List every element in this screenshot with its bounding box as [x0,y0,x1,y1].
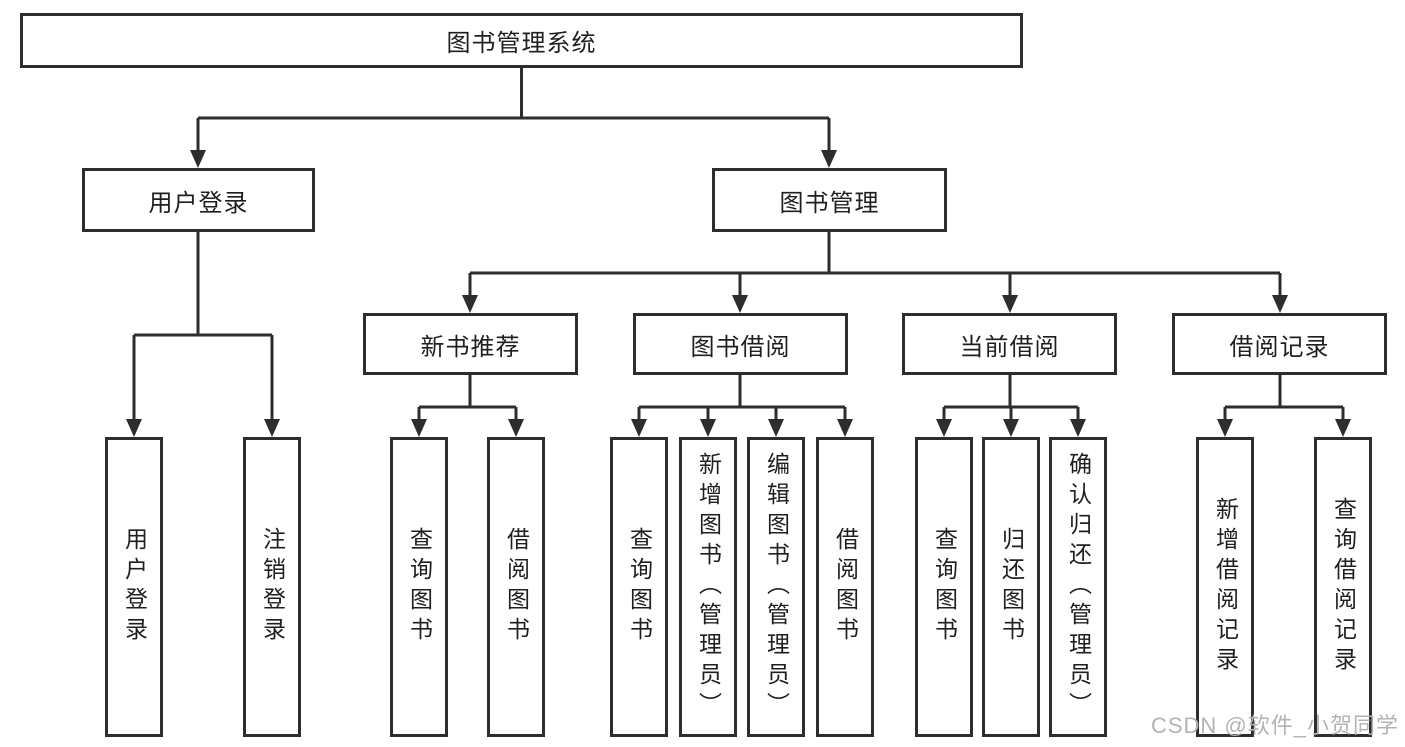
csdn-watermark: CSDN @软件_小贺同学 [1150,713,1399,738]
node-borrowing-records: 借阅记录 [1172,313,1387,375]
node-label: 注销登录 [259,527,286,647]
node-new-book-recommendation: 新书推荐 [363,313,578,375]
leaf-edit-books-admin: 编辑图书（管理员） [747,437,805,737]
node-current-borrowing: 当前借阅 [902,313,1117,375]
node-label: 用户登录 [148,189,249,217]
node-label: 查询图书 [406,527,433,647]
node-label: 借阅记录 [1229,333,1330,361]
node-label: 图书借阅 [690,333,791,361]
node-label: 查询图书 [626,527,653,647]
leaf-borrow-books-recommend: 借阅图书 [487,437,545,737]
node-label: 新增图书（管理员） [695,452,722,722]
leaf-query-books-current: 查询图书 [915,437,973,737]
node-label: 查询借阅记录 [1330,497,1357,677]
node-label: 归还图书 [998,527,1025,647]
node-library-system: 图书管理系统 [20,13,1023,68]
node-book-borrowing: 图书借阅 [633,313,848,375]
node-label: 用户登录 [121,527,148,647]
node-label: 图书管理 [779,189,880,217]
leaf-logout-login: 注销登录 [243,437,301,737]
node-label: 新书推荐 [420,333,521,361]
node-book-management: 图书管理 [712,168,947,232]
node-label: 确认归还（管理员） [1065,452,1092,722]
node-label: 新增借阅记录 [1212,497,1239,677]
leaf-confirm-return-admin: 确认归还（管理员） [1049,437,1107,737]
leaf-add-borrow-record: 新增借阅记录 [1196,437,1254,737]
leaf-query-books-borrowing: 查询图书 [610,437,668,737]
leaf-user-login: 用户登录 [105,437,163,737]
leaf-borrow-books-borrowing: 借阅图书 [816,437,874,737]
node-label: 图书管理系统 [446,30,597,57]
node-label: 借阅图书 [832,527,859,647]
leaf-return-books: 归还图书 [982,437,1040,737]
leaf-add-books-admin: 新增图书（管理员） [679,437,737,737]
leaf-query-borrow-record: 查询借阅记录 [1314,437,1372,737]
node-user-login: 用户登录 [82,168,315,232]
node-label: 查询图书 [931,527,958,647]
node-label: 编辑图书（管理员） [763,452,790,722]
node-label: 当前借阅 [959,333,1060,361]
node-label: 借阅图书 [503,527,530,647]
leaf-query-books-recommend: 查询图书 [390,437,448,737]
